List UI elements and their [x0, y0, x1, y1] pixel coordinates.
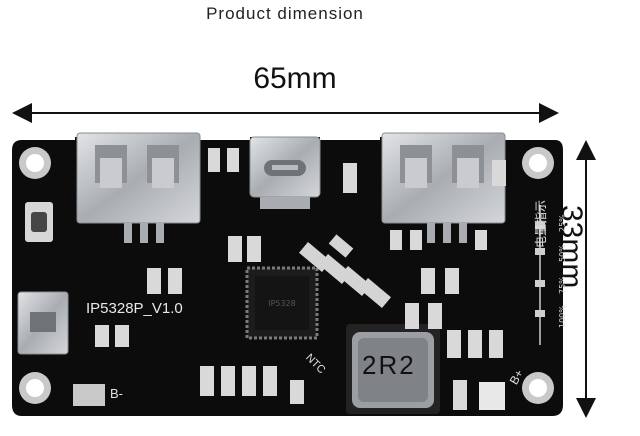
- usb-a-port-left: [76, 132, 201, 243]
- level-label-50: 50%: [558, 244, 567, 262]
- level-label-100: 100%: [558, 305, 567, 328]
- level-label-25: 25%: [558, 214, 567, 232]
- capacitor-group: [299, 234, 391, 309]
- indicator-label: 电量指示: [534, 199, 548, 248]
- mounting-hole: [19, 147, 51, 179]
- mounting-hole: [522, 372, 554, 404]
- mounting-hole: [522, 147, 554, 179]
- inductor: [346, 324, 440, 414]
- width-dimension-label: 65mm: [253, 62, 337, 95]
- inductor-label: 2R2: [362, 350, 416, 380]
- b-minus-label: B-: [110, 386, 123, 401]
- ic-chip: IP5328: [245, 266, 319, 340]
- chip-version-label: IP5328P_V1.0: [86, 300, 183, 317]
- svg-text:IP5328: IP5328: [268, 299, 296, 308]
- level-label-75: 75%: [558, 276, 567, 294]
- page-title: Product dimension: [206, 4, 364, 23]
- usb-a-port-right: [381, 132, 506, 243]
- smd-components: [95, 148, 506, 410]
- usb-c-port: [249, 136, 321, 209]
- b-minus-pad: [73, 384, 105, 406]
- micro-usb-port: [17, 291, 69, 355]
- side-button: [25, 202, 53, 242]
- mounting-hole: [19, 372, 51, 404]
